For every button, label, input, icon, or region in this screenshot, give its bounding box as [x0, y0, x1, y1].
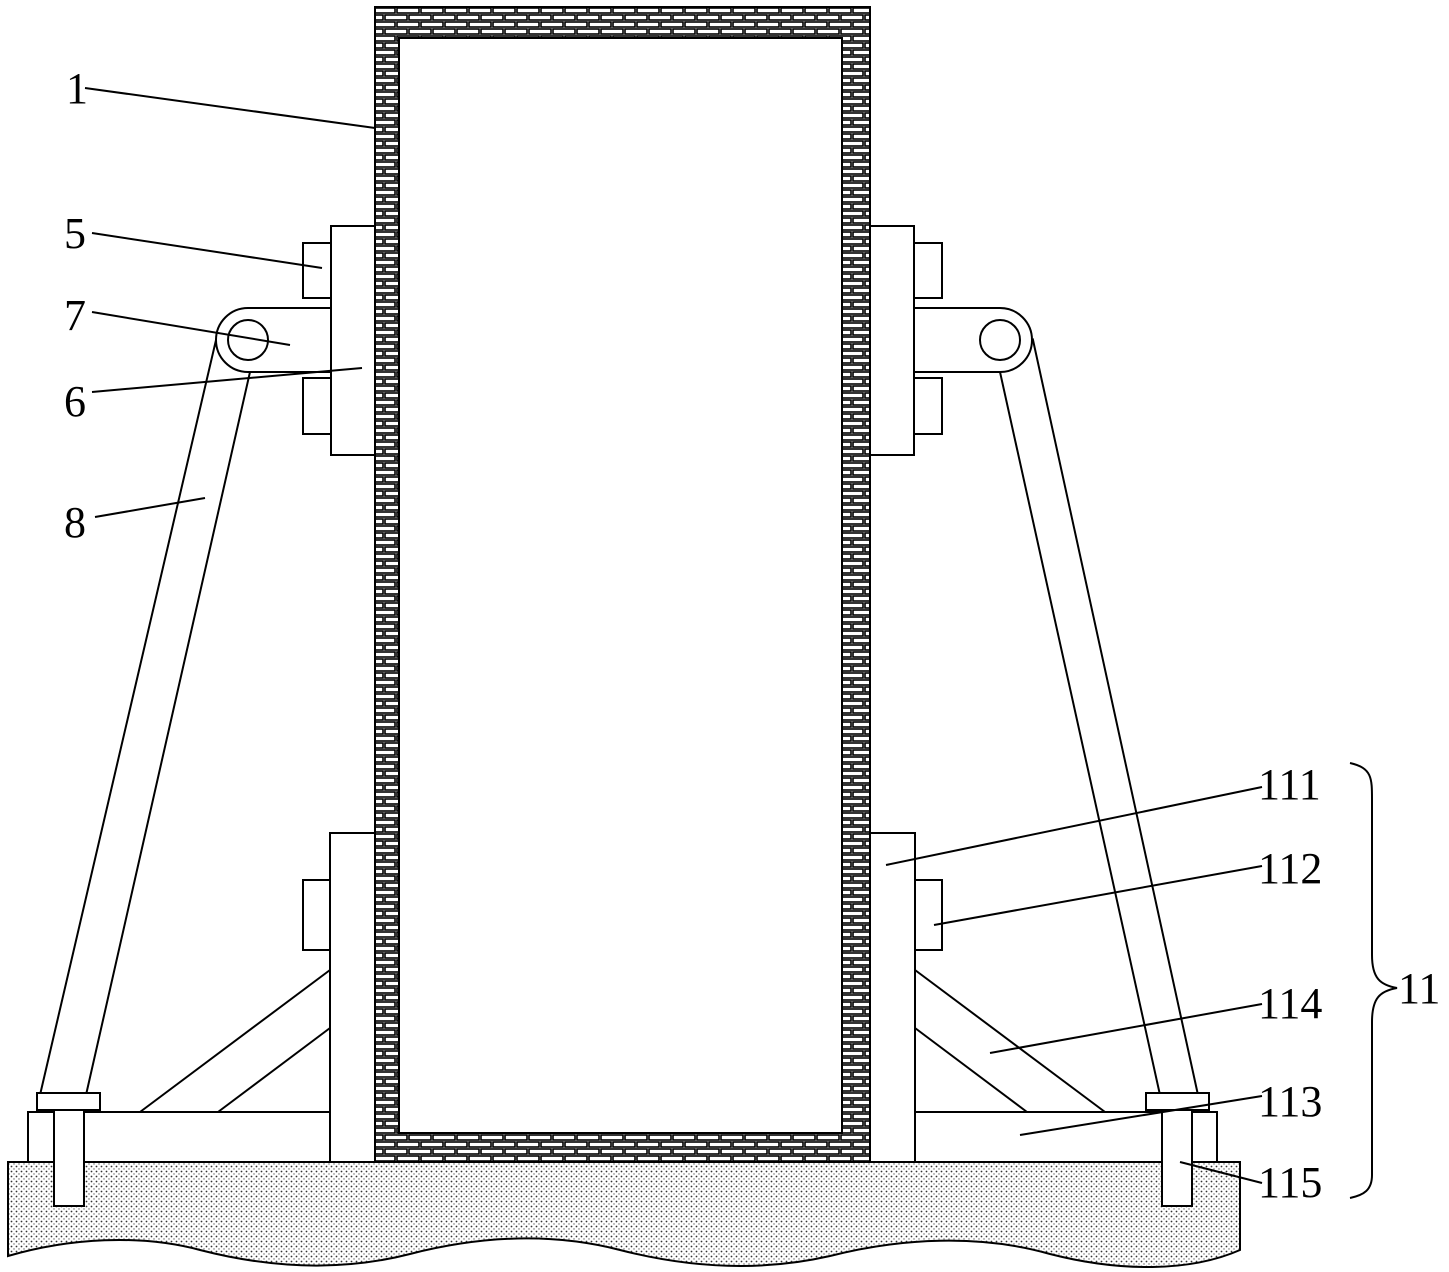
label-11: 11 [1398, 964, 1440, 1013]
right-lower-support [869, 832, 916, 1163]
group-brace [1349, 762, 1398, 1199]
left-strut [38, 338, 252, 1096]
label-7: 7 [64, 291, 86, 340]
left-lower-support [329, 832, 376, 1163]
label-5: 5 [64, 209, 86, 258]
label-6: 6 [64, 377, 86, 426]
label-1: 1 [66, 64, 88, 113]
main-body-interior [398, 37, 843, 1134]
left-anchor-post [53, 1107, 85, 1207]
ground [7, 1161, 1241, 1269]
right-lower-bolt [914, 879, 943, 951]
right-clamp-block [869, 225, 915, 456]
label-113: 113 [1258, 1077, 1322, 1126]
right-brace [914, 969, 1106, 1113]
right-strut [998, 338, 1200, 1096]
right-hinge-pin [979, 319, 1021, 361]
label-111: 111 [1258, 760, 1321, 809]
right-mid-bolt [913, 377, 943, 435]
left-strut-cap [36, 1092, 101, 1111]
label-115: 115 [1258, 1158, 1322, 1207]
right-upper-bolt [913, 242, 943, 299]
right-strut-cap [1145, 1092, 1210, 1111]
left-lower-bolt [302, 879, 331, 951]
left-hinge-pin [227, 319, 269, 361]
label-112: 112 [1258, 844, 1322, 893]
label-114: 114 [1258, 979, 1322, 1028]
leader-lines [84, 87, 1263, 1184]
left-upper-bolt [302, 242, 332, 299]
label-8: 8 [64, 498, 86, 547]
right-anchor-post [1161, 1107, 1193, 1207]
left-clamp-block [330, 225, 376, 456]
left-brace [139, 969, 331, 1113]
left-mid-bolt [302, 377, 332, 435]
